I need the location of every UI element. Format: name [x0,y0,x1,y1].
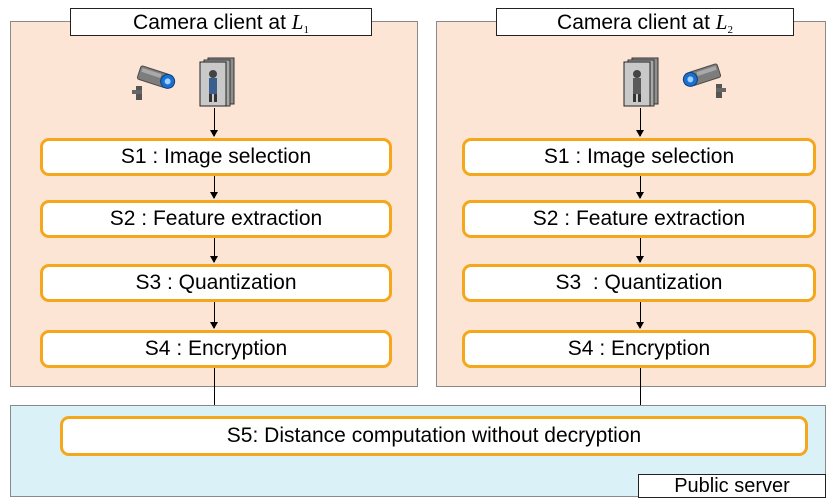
flow-arrow [210,302,218,329]
flow-arrow [210,108,218,137]
client-title-2: Camera client at L2 [496,8,794,36]
client-title-1: Camera client at L1 [70,8,372,36]
step-encryption-1: S4 : Encryption [40,330,392,368]
step-image-selection-2: S1 : Image selection [462,138,816,176]
step-quantization-2: S3 : Quantization [462,264,816,302]
step-feature-extraction-1: S2 : Feature extraction [40,200,392,238]
security-camera-icon [682,63,726,98]
step-distance-computation: S5: Distance computation without decrypt… [60,416,808,456]
image-stack-icon [623,57,659,107]
public-server-label: Public server [638,474,826,498]
flow-arrow [636,238,644,263]
flow-arrow [210,238,218,263]
client-title-1-var: L [291,10,304,34]
client-title-1-prefix: Camera client at [133,11,292,34]
flow-arrow [636,108,644,137]
step-encryption-2: S4 : Encryption [462,330,816,368]
security-camera-icon [132,65,176,100]
client-title-1-sub: 1 [303,24,309,36]
step-image-selection-1: S1 : Image selection [40,138,392,176]
flow-arrow [636,302,644,329]
flow-arrow [210,176,218,199]
flow-arrow [636,176,644,199]
client-title-2-sub: 2 [727,24,733,36]
client-title-2-var: L [715,10,728,34]
step-quantization-1: S3 : Quantization [40,264,392,302]
step-feature-extraction-2: S2 : Feature extraction [462,200,816,238]
client-title-2-prefix: Camera client at [557,11,716,34]
image-stack-icon [199,57,235,107]
